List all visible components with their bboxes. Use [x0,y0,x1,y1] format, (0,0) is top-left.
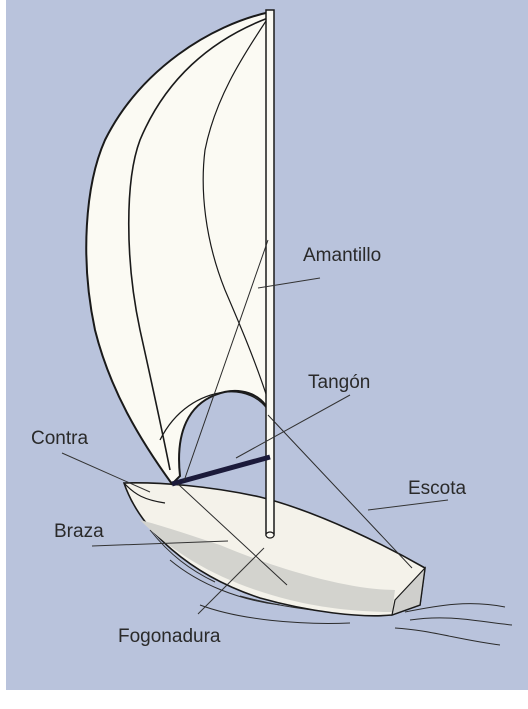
label-braza: Braza [54,521,104,542]
label-escota: Escota [408,478,467,499]
label-amantillo: Amantillo [303,245,381,266]
label-tangon: Tangón [308,372,370,393]
label-fogonadura: Fogonadura [118,626,221,647]
label-contra: Contra [31,428,88,449]
